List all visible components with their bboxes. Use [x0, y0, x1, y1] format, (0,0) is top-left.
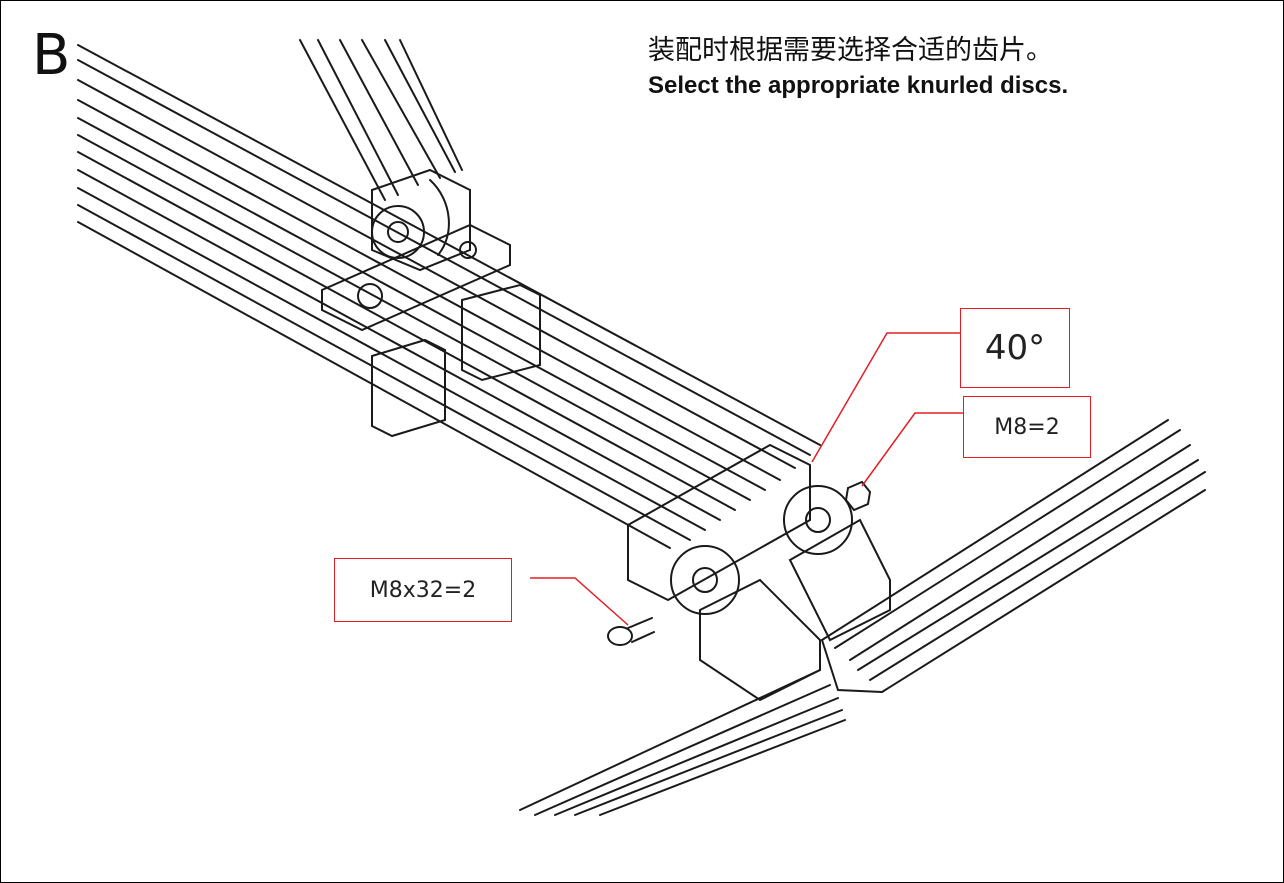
left-lower-profile [519, 669, 846, 816]
step-letter: B [32, 23, 71, 88]
top-pivot-joint [371, 168, 471, 272]
leader-lines [530, 332, 963, 626]
nut-part [844, 480, 872, 512]
callout-bolt-quantity: M8x32=2 [334, 558, 512, 622]
base-plate [321, 223, 511, 332]
bolt-part [607, 617, 655, 646]
instruction-english: Select the appropriate knurled discs. [648, 72, 1069, 99]
clamp-brackets [371, 283, 541, 438]
main-aluminum-profile [77, 44, 821, 549]
callout-nut-quantity: M8=2 [963, 396, 1091, 458]
upright-profile [299, 39, 463, 201]
instruction-chinese: 装配时根据需要选择合适的齿片。 [648, 35, 1053, 66]
callout-angle: 40° [960, 308, 1070, 388]
right-lower-profile [821, 419, 1206, 693]
hinge-end-assembly [627, 443, 891, 702]
